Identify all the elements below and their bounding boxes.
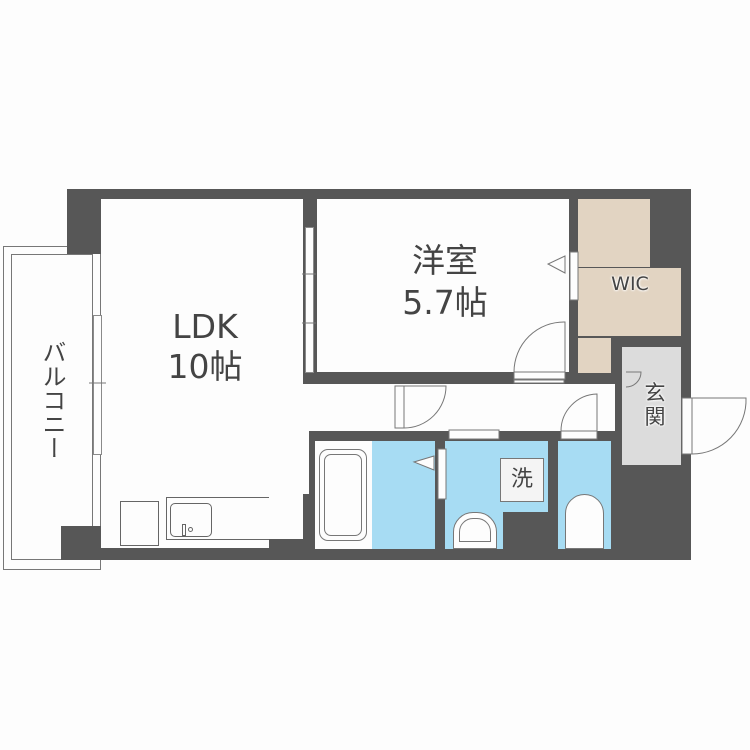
balcony-inner <box>11 254 93 560</box>
kitchen-sink <box>170 503 212 537</box>
western-room-name: 洋室 <box>412 241 478 280</box>
western-room-size: 5.7帖 <box>402 283 488 322</box>
balcony-window <box>93 315 102 455</box>
balcony-top-wall <box>67 189 101 254</box>
hallway-ldk-link <box>269 384 309 494</box>
toilet <box>565 494 604 549</box>
room-wic <box>578 199 650 267</box>
bathtub-inner <box>324 454 362 536</box>
bathtub <box>319 449 367 541</box>
balcony-corner-wall <box>61 526 101 560</box>
washer-space: 洗 <box>500 458 544 502</box>
room-western <box>317 199 569 372</box>
wic-shelf <box>578 338 611 373</box>
wash-basin-bowl <box>459 518 491 542</box>
balcony-label: バルコニー <box>38 340 66 460</box>
ldk-name: LDK <box>172 307 238 346</box>
faucet-icon <box>182 524 186 536</box>
kitchen-counter <box>166 497 269 540</box>
western-room-window <box>305 227 314 373</box>
entrance-label: 玄関 <box>644 381 666 429</box>
hallway <box>303 384 615 431</box>
washroom-wall-corner <box>503 512 548 549</box>
room-wic-main <box>578 268 681 336</box>
ldk-size: 10帖 <box>167 347 243 386</box>
fridge-space <box>120 501 159 546</box>
wic-label: WIC <box>611 273 649 295</box>
room-ldk-lower <box>101 380 269 548</box>
entrance-step <box>652 347 681 387</box>
drain-icon <box>188 527 193 532</box>
